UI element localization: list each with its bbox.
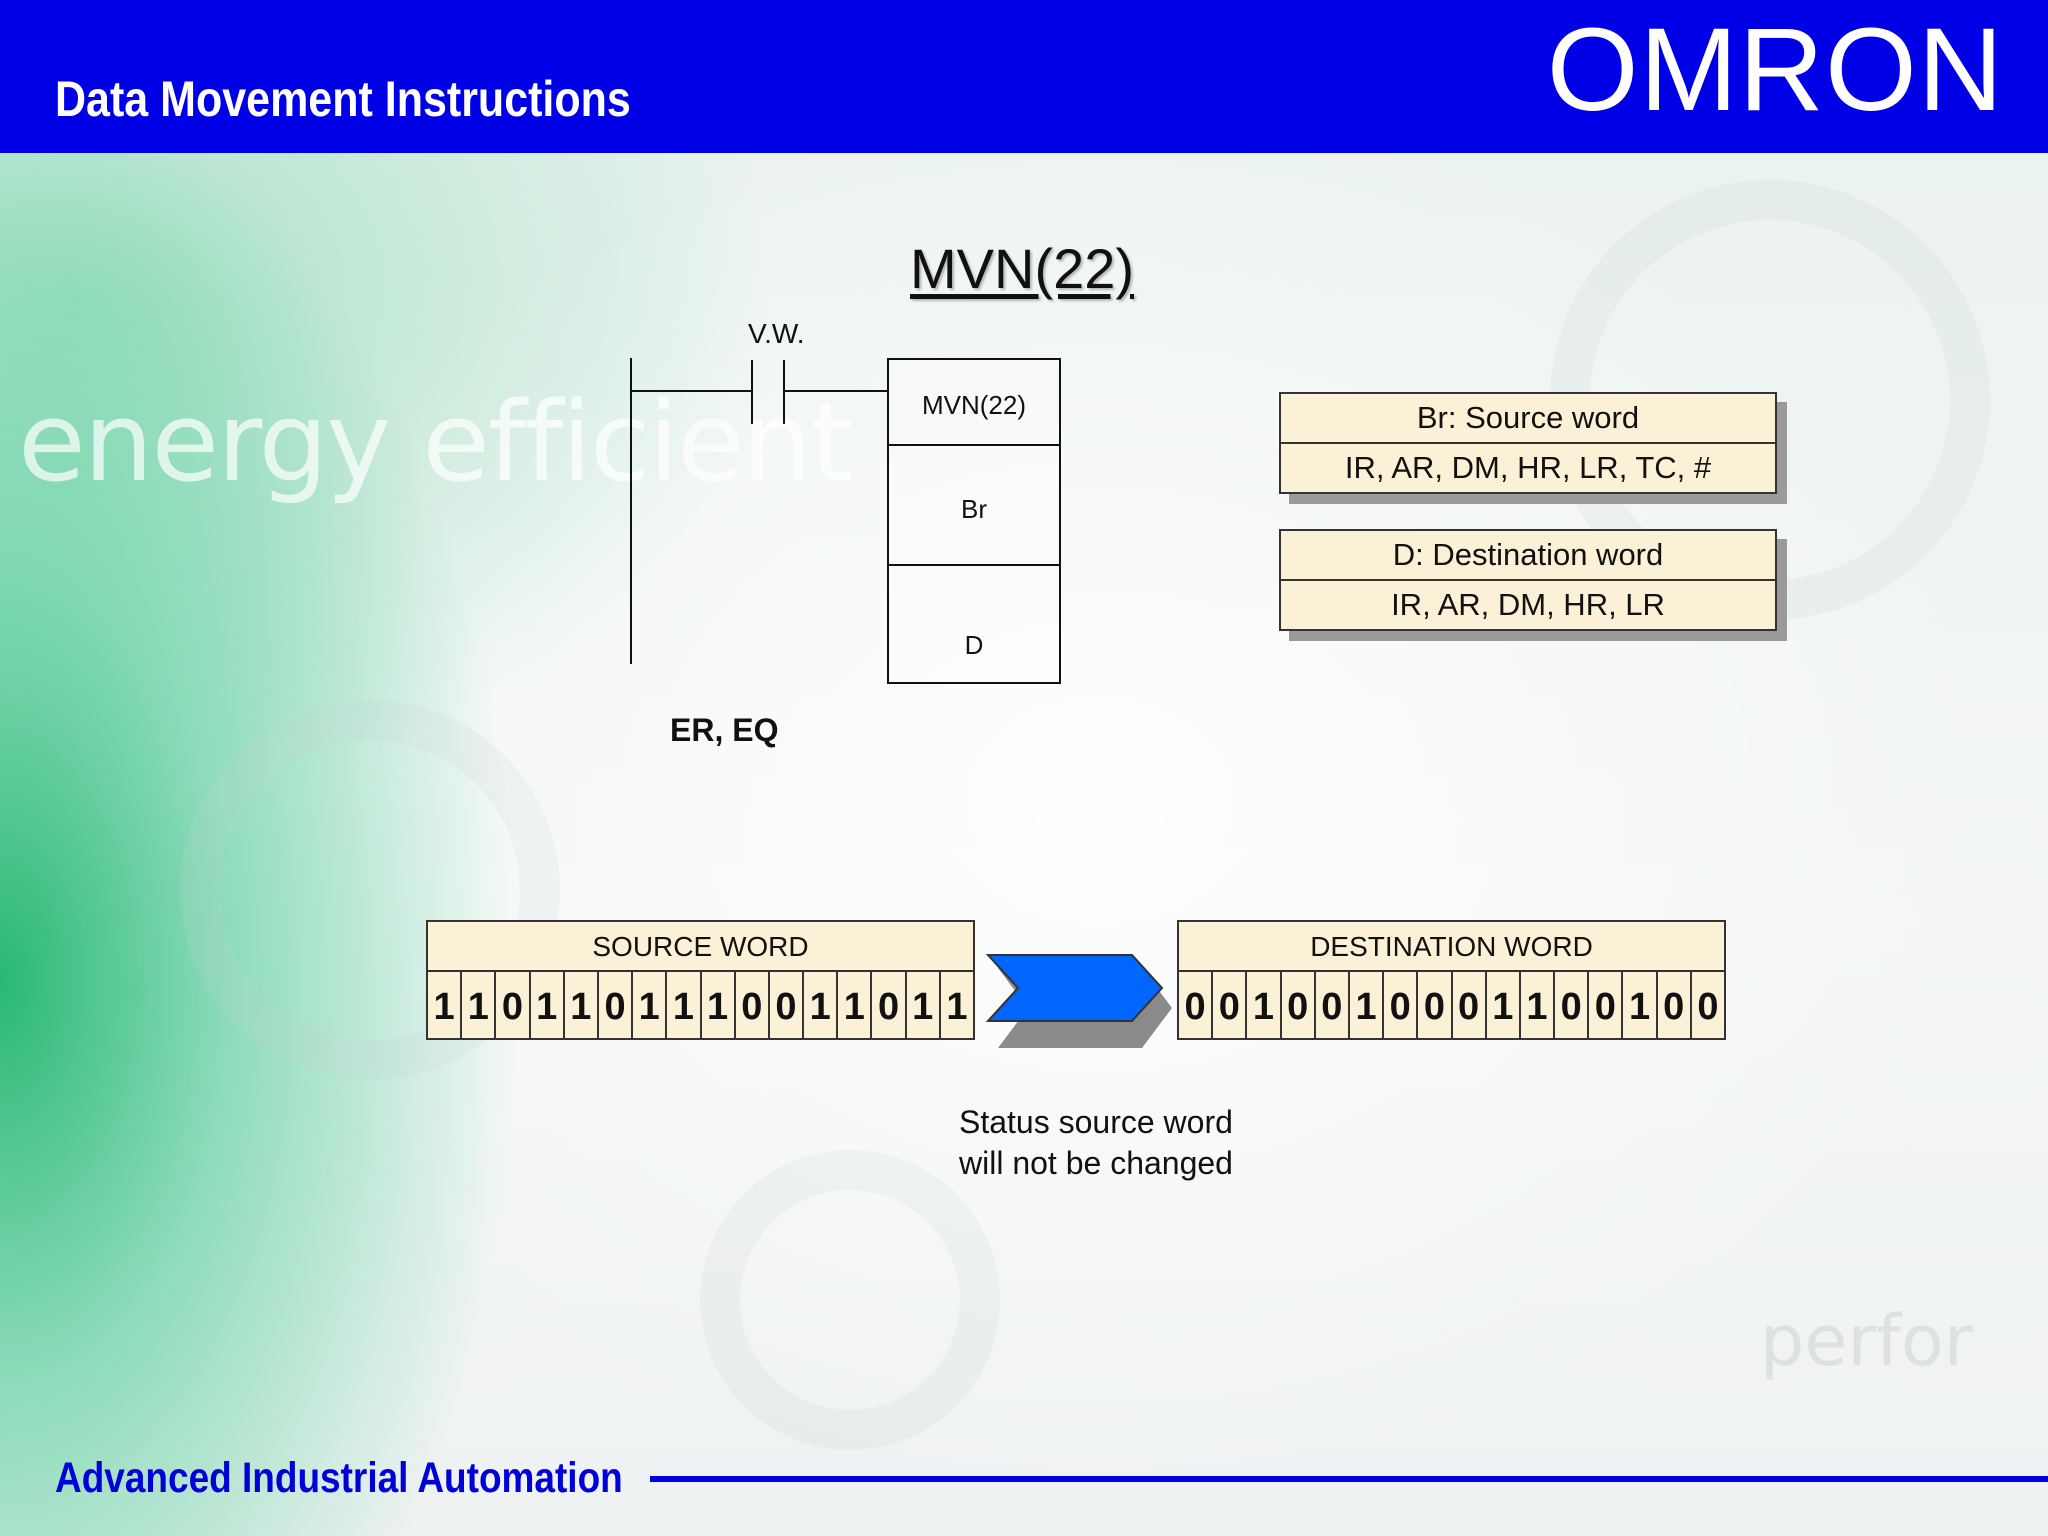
destination-bit: 0 xyxy=(1697,986,1719,1028)
slide-title: Data Movement Instructions xyxy=(55,71,631,127)
source-bit: 1 xyxy=(838,972,873,1038)
footer-rule xyxy=(650,1476,2048,1482)
source-bit: 1 xyxy=(667,972,702,1038)
energy-watermark-text: energy efficient xyxy=(18,378,853,506)
destination-bit: 1 xyxy=(1350,972,1385,1038)
operand-box-areas: IR, AR, DM, HR, LR, TC, # xyxy=(1281,442,1775,492)
instruction-operand-br: Br xyxy=(961,494,987,524)
source-bit: 0 xyxy=(736,972,770,1038)
operand-box-areas: IR, AR, DM, HR, LR xyxy=(1281,579,1775,629)
destination-bit: 1 xyxy=(1623,972,1658,1038)
instruction-block-divider xyxy=(889,564,1059,566)
transfer-arrow-icon xyxy=(985,954,1164,1022)
source-bit: 1 xyxy=(702,972,736,1038)
operand-box-source: Br: Source word IR, AR, DM, HR, LR, TC, … xyxy=(1279,392,1777,494)
source-bit: 0 xyxy=(872,972,907,1038)
destination-bit: 1 xyxy=(1521,972,1556,1038)
destination-bit: 0 xyxy=(1282,972,1316,1038)
slide-header: Data Movement Instructions OMRON xyxy=(0,0,2048,153)
source-bit: 1 xyxy=(946,986,968,1028)
instruction-operand-d: D xyxy=(964,630,984,660)
operand-box-title: D: Destination word xyxy=(1392,537,1664,572)
instruction-title: MVN(22) xyxy=(910,237,1135,300)
source-bit: 1 xyxy=(531,972,565,1038)
source-bit: 1 xyxy=(804,972,839,1038)
destination-bit: 0 xyxy=(1555,972,1590,1038)
instruction-block-name: MVN(22) xyxy=(921,390,1026,420)
omron-logo: OMRON xyxy=(1546,4,2004,136)
status-note-line-1: Status source word xyxy=(959,1104,1233,1140)
performance-watermark-text: perfor xyxy=(1760,1300,1973,1382)
destination-bit: 0 xyxy=(1384,972,1419,1038)
destination-word-register: DESTINATION WORD 0 0 1 0 0 1 0 0 0 1 1 0… xyxy=(1177,920,1726,1040)
destination-bit: 0 xyxy=(1453,972,1487,1038)
source-bit: 1 xyxy=(565,972,599,1038)
destination-bit: 0 xyxy=(1658,972,1692,1038)
operand-box-title: Br: Source word xyxy=(1416,400,1640,435)
footer-text: Advanced Industrial Automation xyxy=(55,1454,623,1502)
source-word-label: SOURCE WORD xyxy=(428,922,973,972)
instruction-block-divider xyxy=(889,444,1059,446)
source-bit: 1 xyxy=(428,972,463,1038)
source-bit: 0 xyxy=(770,972,805,1038)
source-word-register: SOURCE WORD 1 1 0 1 1 0 1 1 1 0 0 1 1 0 … xyxy=(426,920,975,1040)
source-bit: 0 xyxy=(599,972,634,1038)
source-word-bits: 1 1 0 1 1 0 1 1 1 0 0 1 1 0 1 1 xyxy=(428,972,973,1038)
operand-box-destination: D: Destination word IR, AR, DM, HR, LR xyxy=(1279,529,1777,631)
source-bit: 1 xyxy=(633,972,668,1038)
source-bit: 0 xyxy=(496,972,531,1038)
instruction-block: MVN(22) Br D xyxy=(887,358,1061,684)
destination-bit: 0 xyxy=(1213,972,1248,1038)
destination-word-label: DESTINATION WORD xyxy=(1179,922,1724,972)
destination-bit: 0 xyxy=(1316,972,1350,1038)
status-note: Status source word will not be changed xyxy=(959,1102,1233,1184)
flags-label: ER, EQ xyxy=(670,712,779,748)
status-note-line-2: will not be changed xyxy=(959,1145,1233,1181)
destination-bit: 0 xyxy=(1589,972,1624,1038)
destination-bit: 0 xyxy=(1418,972,1453,1038)
contact-label: V.W. xyxy=(748,318,805,349)
destination-bit: 1 xyxy=(1487,972,1521,1038)
source-bit: 1 xyxy=(907,972,941,1038)
destination-word-bits: 0 0 1 0 0 1 0 0 0 1 1 0 0 1 0 0 xyxy=(1179,972,1724,1038)
destination-bit: 1 xyxy=(1247,972,1282,1038)
source-bit: 1 xyxy=(462,972,497,1038)
destination-bit: 0 xyxy=(1179,972,1214,1038)
